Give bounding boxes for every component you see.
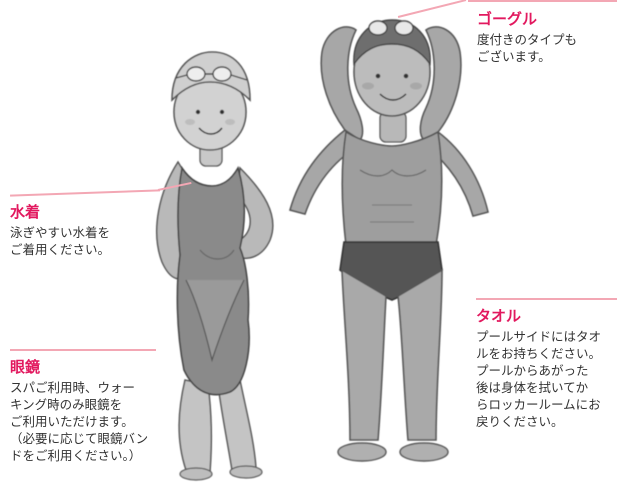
woman-left-foot — [179, 467, 213, 481]
man-left-foot — [337, 442, 387, 462]
woman-right-arm — [235, 166, 274, 259]
swimsuit-callout: 水着 泳ぎやすい水着を ご着用ください。 — [10, 203, 160, 258]
goggles-description: 度付きのタイプも ございます。 — [477, 32, 578, 64]
man-left-arm — [320, 26, 364, 142]
man-goggle-left — [368, 20, 388, 36]
glasses-callout: 眼鏡 スパご利用時、ウォー キング時のみ眼鏡を ご利用いただけます。 （必要に応… — [10, 358, 170, 464]
man-right-foot — [399, 442, 449, 462]
man-torso — [341, 130, 443, 246]
woman-goggle-left — [186, 66, 206, 82]
towel-callout: タオル プールサイドにはタオ ルをお持ちください。 プールからあがった 後は身体… — [476, 307, 616, 430]
goggles-title: ゴーグル — [477, 10, 538, 28]
glasses-description: スパご利用時、ウォー キング時のみ眼鏡を ご利用いただけます。 （必要に応じて眼… — [10, 380, 149, 463]
goggles-underline — [468, 0, 617, 2]
glasses-leader-line — [10, 349, 156, 351]
swimsuit-title: 水着 — [10, 203, 41, 221]
man-right-leg — [397, 268, 443, 441]
man-left-upper-arm — [289, 128, 360, 215]
woman-right-foot — [229, 465, 263, 479]
towel-title: タオル — [476, 307, 522, 325]
glasses-title: 眼鏡 — [10, 358, 41, 376]
woman-swim-cap — [171, 51, 251, 102]
man-figure — [289, 19, 489, 462]
woman-goggle-right — [212, 66, 232, 82]
swimsuit-description: 泳ぎやすい水着を ご着用ください。 — [10, 225, 111, 257]
woman-figure — [156, 51, 274, 481]
man-goggle-right — [394, 20, 414, 36]
man-left-leg — [341, 268, 387, 441]
towel-description: プールサイドにはタオ ルをお持ちください。 プールからあがった 後は身体を拭いて… — [476, 329, 602, 429]
man-right-arm — [419, 26, 462, 141]
goggles-callout: ゴーグル 度付きのタイプも ございます。 — [477, 10, 613, 65]
towel-leader-line — [476, 298, 617, 300]
